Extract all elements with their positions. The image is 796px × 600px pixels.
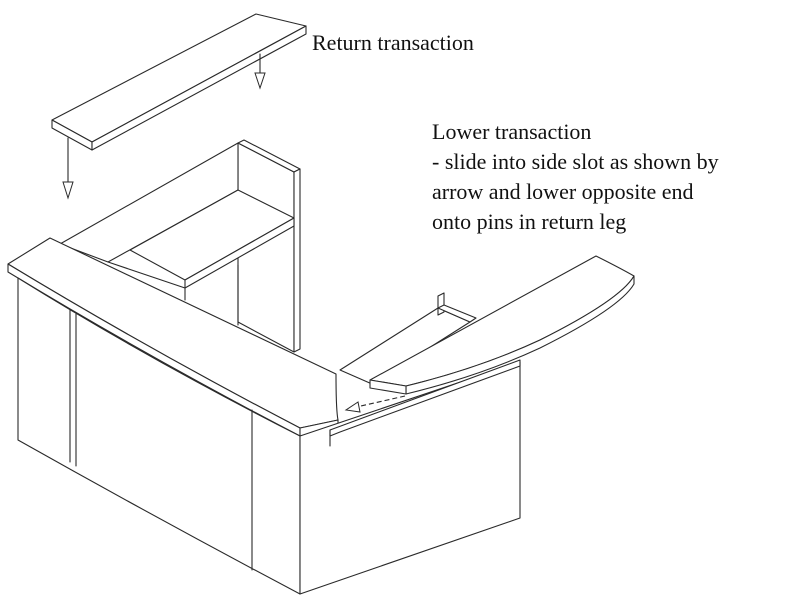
main-counter-top <box>7 237 339 437</box>
return-back-rail <box>437 304 477 323</box>
return-back-post <box>437 292 445 316</box>
down-arrow-right <box>254 53 266 90</box>
inner-shelf <box>59 142 295 326</box>
lower-transaction-line-3: onto pins in return leg <box>432 209 627 234</box>
rear-side-panel <box>237 139 301 353</box>
lower-transaction-note: Lower transaction - slide into side slot… <box>432 117 719 237</box>
rear-panel-edge <box>293 168 301 353</box>
return-panel-top-face <box>51 13 307 143</box>
lower-panel-front-edge <box>405 275 635 395</box>
return-transaction-panel <box>51 13 307 151</box>
lower-transaction-line-1: - slide into side slot as shown by <box>432 149 719 174</box>
return-leg-frame <box>339 292 477 385</box>
slide-arrow <box>344 395 406 413</box>
lower-transaction-title: Lower transaction <box>432 119 592 144</box>
down-arrow-left <box>62 137 74 200</box>
return-side-body <box>299 359 521 595</box>
shelf-edge <box>184 217 295 289</box>
lower-transaction-line-2: arrow and lower opposite end <box>432 179 694 204</box>
return-transaction-label: Return transaction <box>312 30 474 55</box>
lower-transaction-panel <box>369 255 635 395</box>
return-panel-side-edge <box>91 25 307 151</box>
lower-panel-end-edge <box>369 379 407 395</box>
